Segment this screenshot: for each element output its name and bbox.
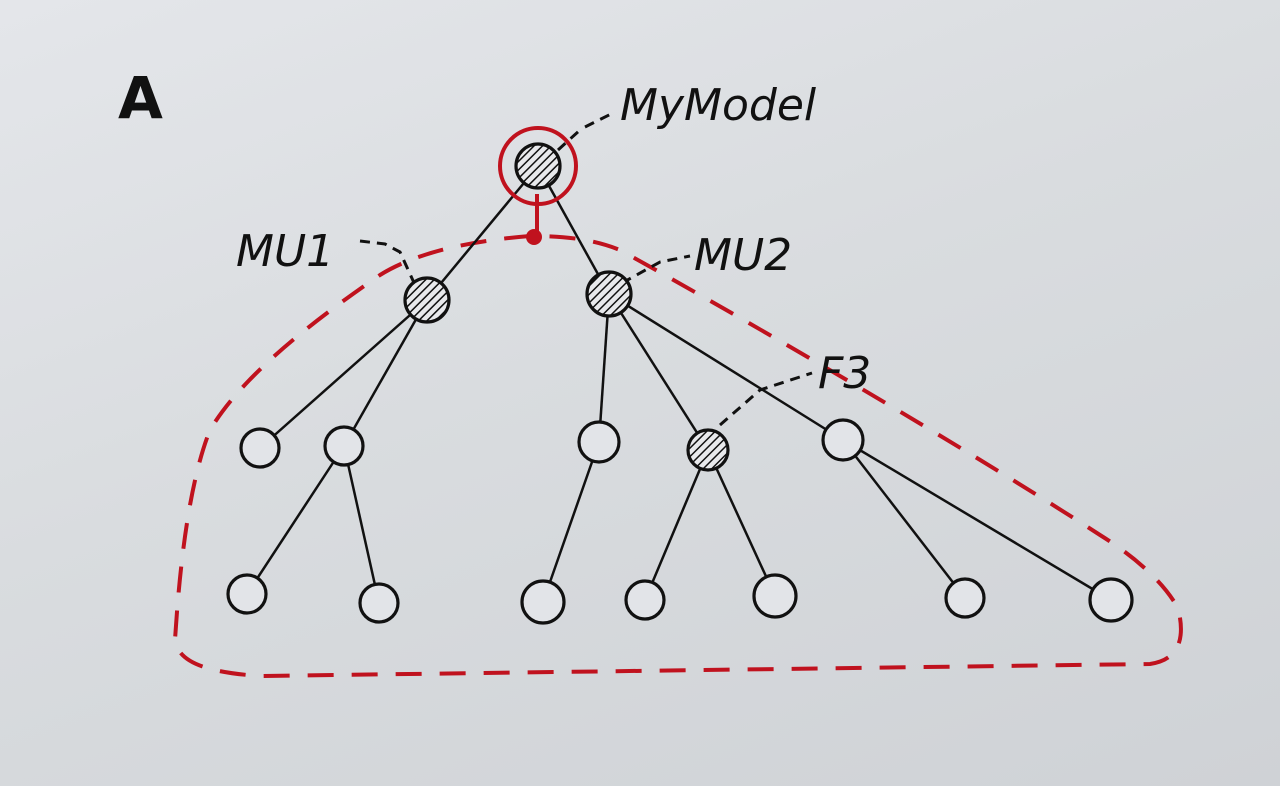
edge-mu2-n4 xyxy=(608,292,844,442)
leader-root xyxy=(556,128,582,152)
edge-mu1-n2 xyxy=(342,299,429,447)
label-f3: F3 xyxy=(818,348,871,399)
edge-root-mu1 xyxy=(426,165,539,301)
node-mu1 xyxy=(403,276,451,324)
panel-label: A xyxy=(118,64,163,132)
edge-f3-l5 xyxy=(706,449,777,597)
edge-n2-l2 xyxy=(342,445,381,604)
node-l3 xyxy=(520,579,566,625)
tree-edges xyxy=(245,165,1112,604)
edge-n2-l1 xyxy=(245,445,346,595)
tree-nodes xyxy=(226,142,1134,625)
edge-mu2-f3 xyxy=(607,293,710,451)
edge-mu2-n3 xyxy=(597,293,611,443)
node-l5 xyxy=(752,573,798,619)
leader-mu1 xyxy=(359,239,417,286)
label-leaders xyxy=(359,110,813,427)
edge-mu1-n1 xyxy=(259,299,428,449)
leader-root-2 xyxy=(584,110,616,129)
label-mymodel: MyModel xyxy=(620,80,817,131)
node-l2 xyxy=(358,582,400,624)
root-highlight-ring xyxy=(498,126,578,206)
node-n3 xyxy=(577,420,621,464)
leader-mu2 xyxy=(621,254,691,285)
node-f3 xyxy=(686,428,730,472)
leader-f3 xyxy=(719,371,813,427)
edge-n4-l6 xyxy=(842,439,966,599)
node-l6 xyxy=(944,577,986,619)
node-n4 xyxy=(821,418,865,462)
node-n2 xyxy=(323,425,365,467)
node-n1 xyxy=(239,427,281,469)
subtree-region-outline xyxy=(172,233,1183,679)
edge-n3-l3 xyxy=(541,441,601,603)
edge-f3-l4 xyxy=(643,449,710,601)
region-connector-dot xyxy=(526,229,542,245)
edge-n4-l7 xyxy=(842,438,1112,602)
node-l7 xyxy=(1088,577,1134,623)
node-root xyxy=(514,142,562,190)
label-mu2: MU2 xyxy=(694,230,792,281)
node-l1 xyxy=(226,573,268,615)
node-mu2 xyxy=(585,270,633,318)
edge-root-mu2 xyxy=(536,165,611,295)
node-l4 xyxy=(624,579,666,621)
label-mu1: MU1 xyxy=(236,226,334,277)
